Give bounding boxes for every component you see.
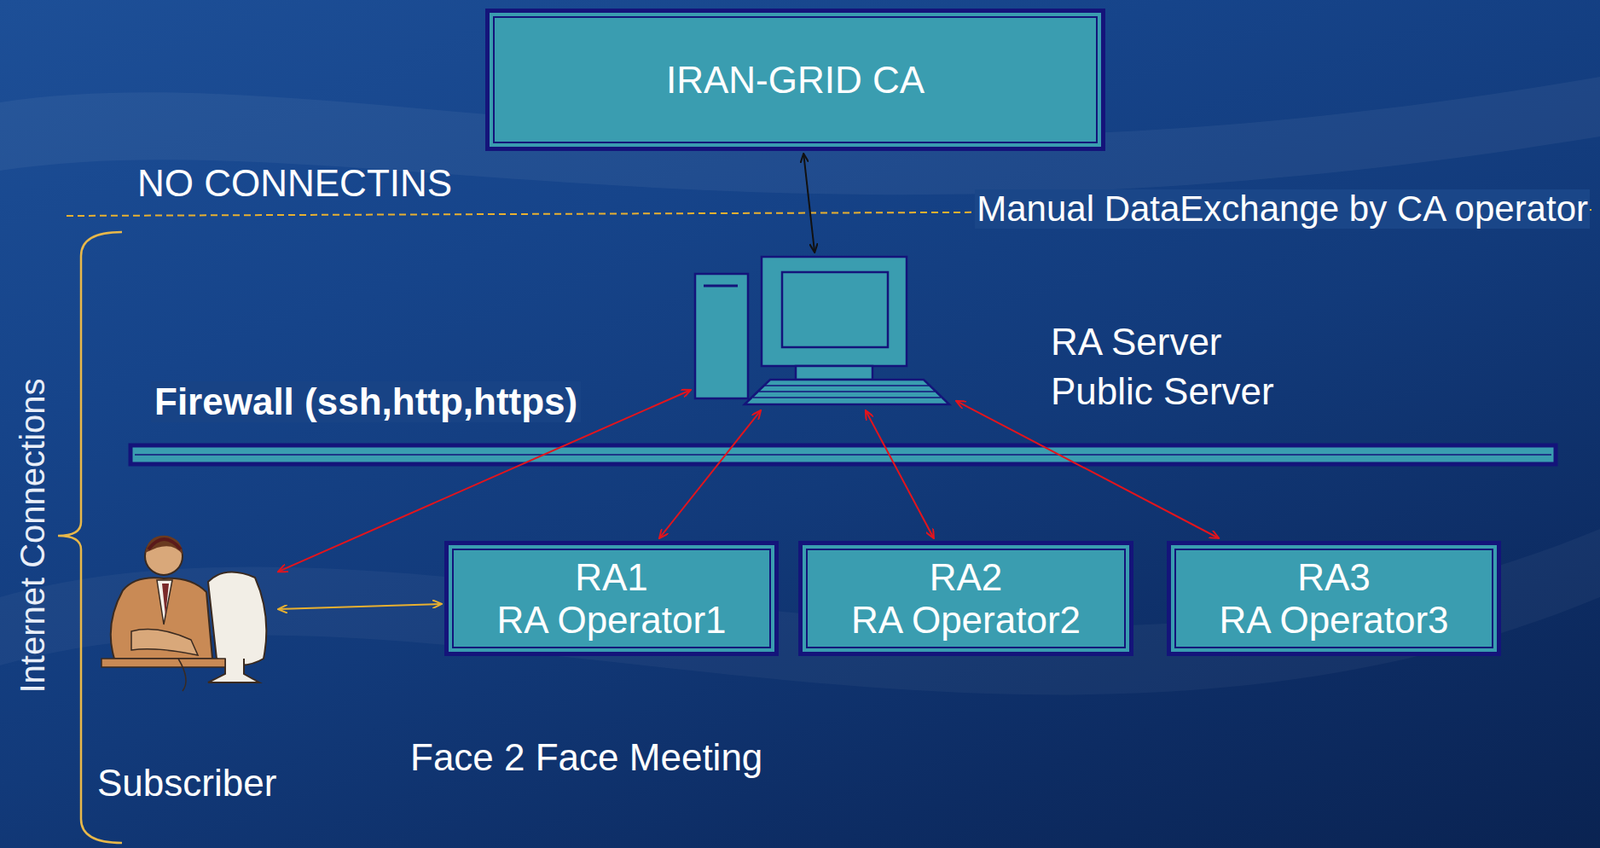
box-text: RA Operator3 — [1218, 598, 1449, 641]
ca-box: IRAN-GRID CA — [485, 8, 1106, 151]
firewall-bar-inner-line — [134, 453, 1552, 456]
ra-box: RA1RA Operator1 — [444, 540, 779, 656]
connector-arrow — [803, 153, 815, 253]
subscriber-node: Subscriber — [97, 530, 276, 694]
note-label: Face 2 Face Meeting — [410, 736, 763, 778]
box-text: RA Operator1 — [496, 598, 726, 641]
server-node: RA ServerPublic Server — [693, 255, 954, 408]
bracket-label: Internet Connections — [13, 377, 52, 693]
box-text: RA Operator2 — [851, 598, 1081, 641]
connector-arrow — [659, 410, 761, 539]
box-title: RA3 — [1297, 556, 1371, 598]
firewall-bar — [130, 445, 1556, 464]
note-label: Manual DataExchange by CA operator — [974, 189, 1590, 229]
server-label: Public Server — [1050, 371, 1275, 412]
box-title: IRAN-GRID CA — [666, 58, 925, 101]
box-title: RA1 — [574, 556, 649, 598]
background-swirl — [0, 528, 1600, 695]
bracket — [57, 231, 122, 843]
subscriber-label: Subscriber — [97, 762, 277, 804]
ra-box: RA2RA Operator2 — [798, 540, 1134, 656]
subscriber-icon — [97, 530, 276, 694]
note-label: NO CONNECTINS — [137, 162, 453, 204]
connector-arrow — [278, 603, 442, 609]
computer-icon — [693, 255, 954, 408]
connector-arrow — [956, 400, 1219, 539]
firewall-label: Firewall (ssh,http,https) — [150, 381, 581, 423]
connector-arrow — [865, 410, 934, 539]
server-label: RA Server — [1050, 321, 1223, 363]
box-title: RA2 — [929, 556, 1003, 598]
ra-box: RA3RA Operator3 — [1166, 540, 1502, 656]
